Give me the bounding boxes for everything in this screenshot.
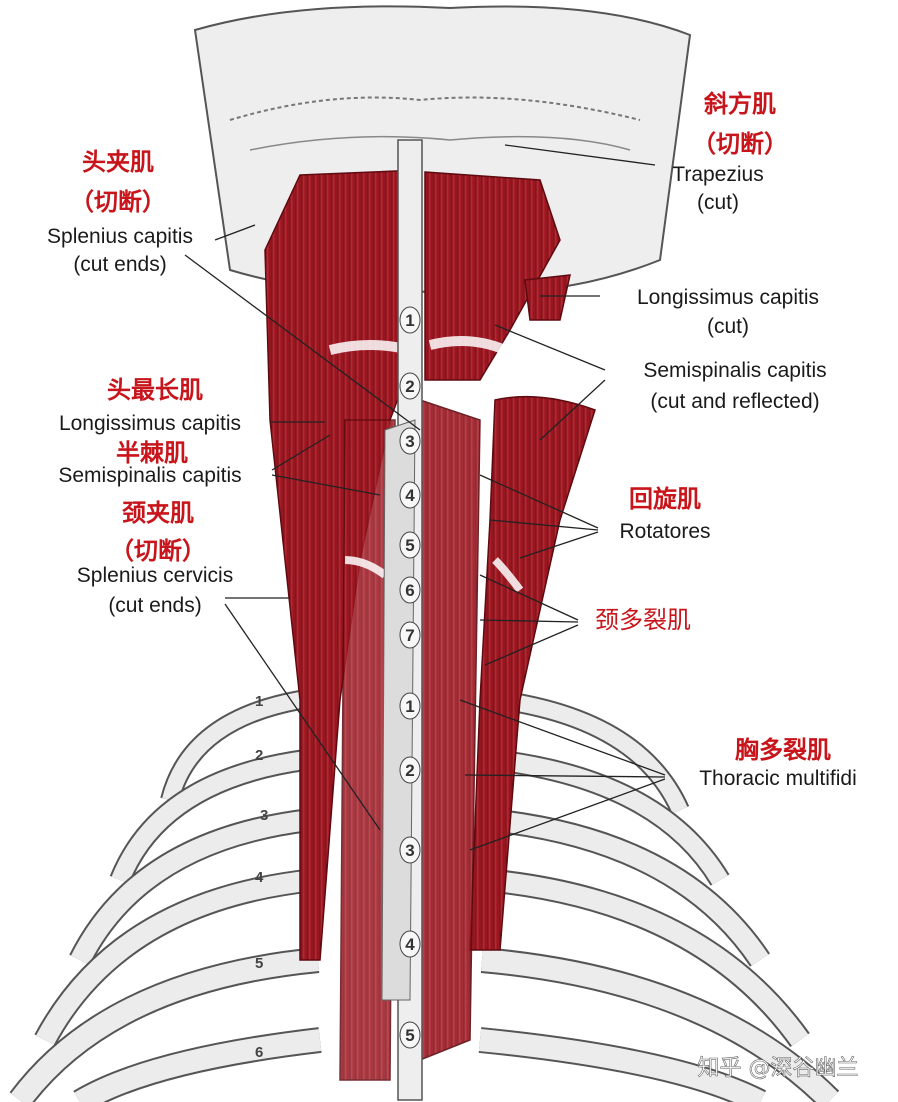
- vertebra-labels: 1 2 3 4 5 6 7 1 2 3 4 5: [399, 306, 421, 1049]
- cervical-vertebra-label-badge: [399, 576, 421, 604]
- label-splenius-cervicis-cn-sub: （切断）: [110, 537, 206, 565]
- label-splenius-cervicis-cn: 颈夹肌: [122, 499, 194, 527]
- label-longissimus-capitis-right-sub: (cut): [707, 315, 749, 338]
- label-semispinalis-capitis-right-sub: (cut and reflected): [650, 390, 819, 413]
- thoracic-vertebra-label-badge: [399, 930, 421, 958]
- label-trapezius-en-sub: (cut): [697, 191, 739, 214]
- label-longissimus-capitis-en: Longissimus capitis: [59, 412, 241, 435]
- label-splenius-cervicis-en: Splenius cervicis: [77, 564, 233, 587]
- label-rotatores-en: Rotatores: [619, 520, 710, 543]
- cervical-vertebra-label: 6: [405, 581, 414, 600]
- rib-label: 1: [255, 693, 263, 710]
- label-splenius-capitis-cn-sub: （切断）: [70, 188, 166, 216]
- thoracic-vertebra-label: 4: [405, 935, 415, 954]
- label-semispinalis-capitis-right: Semispinalis capitis: [643, 359, 826, 382]
- label-thoracic-multifidi-cn: 胸多裂肌: [735, 736, 831, 764]
- rib-label: 4: [255, 869, 264, 886]
- labels: 斜方肌 （切断） Trapezius (cut) 头夹肌 （切断） Spleni…: [47, 90, 857, 790]
- rib-label: 2: [255, 747, 263, 764]
- cervical-vertebra-label: 2: [405, 377, 414, 396]
- label-semispinalis-capitis-cn: 半棘肌: [116, 439, 188, 467]
- label-splenius-capitis-en: Splenius capitis: [47, 225, 193, 248]
- cervical-vertebra-label-badge: [399, 306, 421, 334]
- rib-cage: [9, 690, 840, 1102]
- label-thoracic-multifidi-en: Thoracic multifidi: [699, 767, 857, 790]
- label-rotatores-cn: 回旋肌: [629, 485, 701, 513]
- label-splenius-cervicis-en-sub: (cut ends): [108, 594, 201, 617]
- muscles: [264, 169, 596, 1081]
- label-splenius-capitis-en-sub: (cut ends): [73, 253, 166, 276]
- thoracic-vertebra-label: 3: [405, 841, 414, 860]
- thoracic-vertebra-label-badge: [399, 836, 421, 864]
- cervical-vertebra-label: 5: [405, 536, 414, 555]
- label-longissimus-capitis-right: Longissimus capitis: [637, 286, 819, 309]
- cervical-vertebra-label-badge: [399, 481, 421, 509]
- leader-lines: [184, 144, 666, 851]
- cervical-vertebra-label-badge: [399, 531, 421, 559]
- rib-label: 3: [260, 807, 268, 824]
- label-cervical-multifidi-cn: 颈多裂肌: [595, 606, 691, 634]
- label-trapezius-cn-sub: （切断）: [692, 130, 788, 158]
- cervical-vertebra-label: 3: [405, 432, 414, 451]
- label-semispinalis-capitis-en: Semispinalis capitis: [58, 464, 241, 487]
- thoracic-vertebra-label-badge: [399, 756, 421, 784]
- thoracic-vertebra-label: 5: [405, 1026, 414, 1045]
- watermark: 知乎 @深谷幽兰: [698, 1056, 859, 1081]
- rib-label: 6: [255, 1044, 263, 1061]
- label-splenius-capitis-cn: 头夹肌: [82, 148, 154, 176]
- thoracic-vertebra-label: 2: [405, 761, 414, 780]
- label-trapezius-cn: 斜方肌: [703, 90, 776, 118]
- rib-label: 5: [255, 955, 263, 972]
- thoracic-vertebra-label: 1: [405, 697, 414, 716]
- label-trapezius-en: Trapezius: [672, 163, 763, 186]
- thoracic-vertebra-label-badge: [399, 1021, 421, 1049]
- cervical-vertebra-label: 1: [405, 311, 414, 330]
- cervical-vertebra-label: 4: [405, 486, 415, 505]
- cervical-vertebra-label-badge: [399, 427, 421, 455]
- cervical-vertebra-label-badge: [399, 621, 421, 649]
- cervical-vertebra-label: 7: [405, 626, 414, 645]
- cervical-vertebra-label-badge: [399, 372, 421, 400]
- thoracic-vertebra-label-badge: [399, 692, 421, 720]
- rib-labels: 1 2 3 4 5 6: [255, 693, 268, 1061]
- label-longissimus-capitis-cn: 头最长肌: [107, 376, 203, 404]
